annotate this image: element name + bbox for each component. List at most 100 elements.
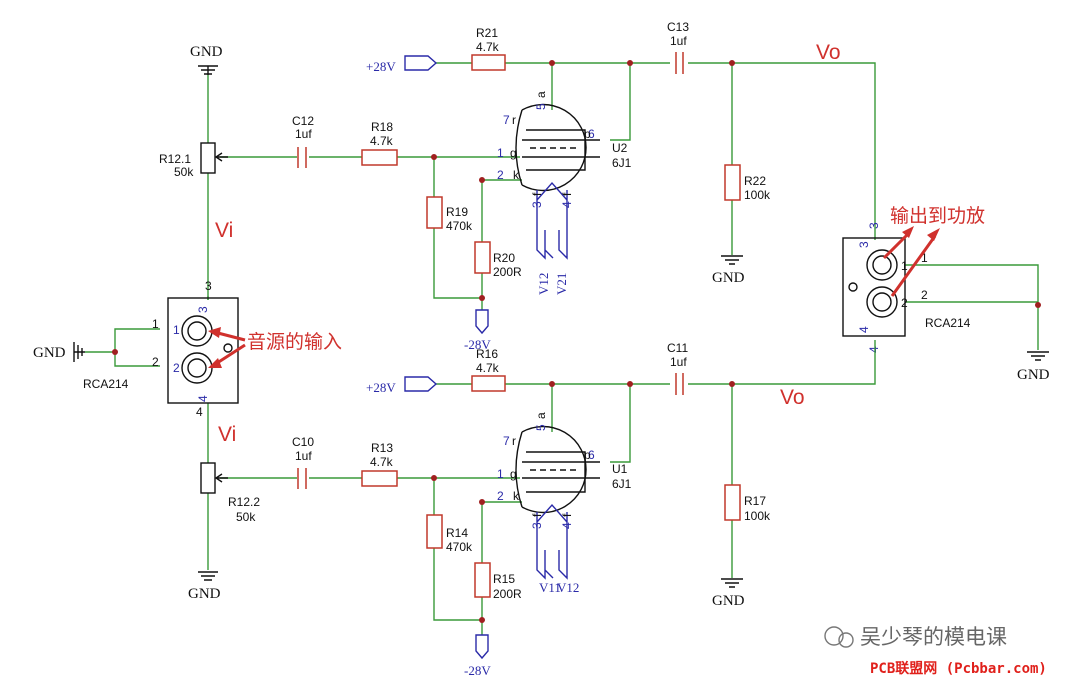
- r15-ref: R15: [493, 572, 515, 586]
- r22-value: 100k: [744, 188, 771, 202]
- svg-text:5: 5: [534, 103, 548, 110]
- vplus-label-lower: +28V: [366, 380, 396, 395]
- resistor-r18: [361, 149, 398, 166]
- svg-text:f: f: [560, 513, 574, 517]
- svg-text:a: a: [534, 412, 548, 419]
- svg-text:4: 4: [857, 326, 871, 333]
- watermark: 吴少琴的模电课 PCB联盟网 (Pcbbar.com): [824, 625, 1047, 677]
- watermark-site: PCB联盟网 (Pcbbar.com): [870, 661, 1047, 677]
- svg-text:1: 1: [921, 251, 928, 265]
- lower-channel: +28V R16 4.7k C11 1uf Vo R12.2 50k GND C…: [188, 340, 876, 678]
- r12-1-ref: R12.1: [159, 152, 191, 166]
- svg-text:2: 2: [152, 355, 159, 369]
- r16-ref: R16: [476, 347, 498, 361]
- svg-text:3: 3: [530, 201, 544, 208]
- r12-2-value: 50k: [236, 510, 256, 524]
- resistor-r15: [474, 562, 491, 598]
- capacitor-c11: [675, 373, 684, 395]
- r18-value: 4.7k: [370, 134, 394, 148]
- gnd-label-left: GND: [33, 345, 66, 361]
- gnd-label-right: GND: [1017, 367, 1050, 383]
- rca-input-ref: RCA214: [83, 377, 129, 391]
- svg-text:2: 2: [173, 361, 180, 375]
- svg-text:p: p: [584, 127, 591, 141]
- svg-text:4: 4: [867, 346, 881, 353]
- gnd-label-r22: GND: [712, 270, 745, 286]
- vminus-port-lower: [475, 634, 489, 660]
- resistor-r22: [724, 164, 741, 201]
- svg-text:2: 2: [497, 168, 504, 182]
- vplus-port: [404, 55, 438, 71]
- r22-ref: R22: [744, 174, 766, 188]
- svg-text:3: 3: [867, 222, 881, 229]
- r17-value: 100k: [744, 509, 771, 523]
- c12-value: 1uf: [295, 127, 312, 141]
- svg-text:f: f: [560, 192, 574, 196]
- r18-ref: R18: [371, 120, 393, 134]
- u1-value: 6J1: [612, 477, 632, 491]
- tube-u2: 7 r 1 g 2 k 6 p 5 a 3 f 4 f V12 V21: [497, 91, 600, 295]
- svg-text:1: 1: [901, 259, 908, 273]
- svg-text:f: f: [530, 192, 544, 196]
- svg-text:2: 2: [901, 296, 908, 310]
- svg-text:g: g: [510, 146, 517, 160]
- watermark-author: 吴少琴的模电课: [860, 625, 1007, 649]
- svg-text:7: 7: [503, 113, 510, 127]
- svg-text:3: 3: [196, 306, 210, 313]
- svg-text:6: 6: [588, 448, 595, 462]
- svg-text:f: f: [530, 513, 544, 517]
- tube-u1: 7 r 1 g 2 k 6 p 5 a 3 f 4 f V11 V12: [497, 412, 600, 595]
- svg-text:1: 1: [173, 323, 180, 337]
- c13-ref: C13: [667, 20, 689, 34]
- svg-text:3: 3: [857, 241, 871, 248]
- r17-ref: R17: [744, 494, 766, 508]
- u1-ref: U1: [612, 462, 628, 476]
- vminus-label-lower: -28V: [464, 663, 491, 678]
- svg-text:V12: V12: [536, 273, 551, 295]
- u2-value: 6J1: [612, 156, 632, 170]
- ground-symbol: [198, 65, 218, 75]
- resistor-r20: [474, 241, 491, 274]
- vo-label-bottom: Vo: [780, 386, 805, 409]
- capacitor-c12: [297, 147, 307, 168]
- svg-text:6: 6: [588, 127, 595, 141]
- c12-ref: C12: [292, 114, 314, 128]
- svg-text:r: r: [512, 113, 516, 127]
- r15-value: 200R: [493, 587, 522, 601]
- resistor-r19: [426, 196, 443, 229]
- upper-channel: +28V R21 4.7k C13 1uf Vo GND R12.1 50k C…: [159, 20, 1050, 383]
- potentiometer-r12-2: [200, 462, 216, 494]
- r21-value: 4.7k: [476, 40, 500, 54]
- r16-value: 4.7k: [476, 361, 500, 375]
- potentiometer-r12-1: [200, 142, 216, 174]
- ground-symbol: [721, 255, 743, 265]
- rca-output-ref: RCA214: [925, 316, 971, 330]
- capacitor-c10: [297, 468, 307, 489]
- svg-text:r: r: [512, 434, 516, 448]
- r14-ref: R14: [446, 526, 468, 540]
- resistor-r17: [724, 484, 741, 521]
- rca-output-jack: 3 4 4 3 1 2 1 2: [842, 222, 928, 353]
- resistor-r13: [361, 470, 398, 487]
- svg-text:V11: V11: [539, 580, 561, 595]
- svg-text:V21: V21: [554, 273, 569, 295]
- resistor-r21: [471, 54, 506, 71]
- svg-text:k: k: [513, 489, 520, 503]
- c13-value: 1uf: [670, 34, 687, 48]
- vo-label-top: Vo: [816, 41, 841, 64]
- rca-input-jack: 1 2 1 2 3 4 3 4: [152, 279, 239, 419]
- svg-text:5: 5: [534, 424, 548, 431]
- svg-text:2: 2: [921, 288, 928, 302]
- r12-2-ref: R12.2: [228, 495, 260, 509]
- input-note: 音源的输入: [247, 331, 342, 353]
- input-section: Vi Vi 1 2 1 2 3 4 3 4 RCA214 GND 音源的输入: [33, 219, 342, 570]
- r19-value: 470k: [446, 219, 473, 233]
- c10-ref: C10: [292, 435, 314, 449]
- c10-value: 1uf: [295, 449, 312, 463]
- r19-ref: R19: [446, 205, 468, 219]
- gnd-label-topleft: GND: [190, 44, 223, 60]
- svg-text:3: 3: [205, 279, 212, 293]
- svg-text:2: 2: [497, 489, 504, 503]
- svg-text:V12: V12: [557, 580, 579, 595]
